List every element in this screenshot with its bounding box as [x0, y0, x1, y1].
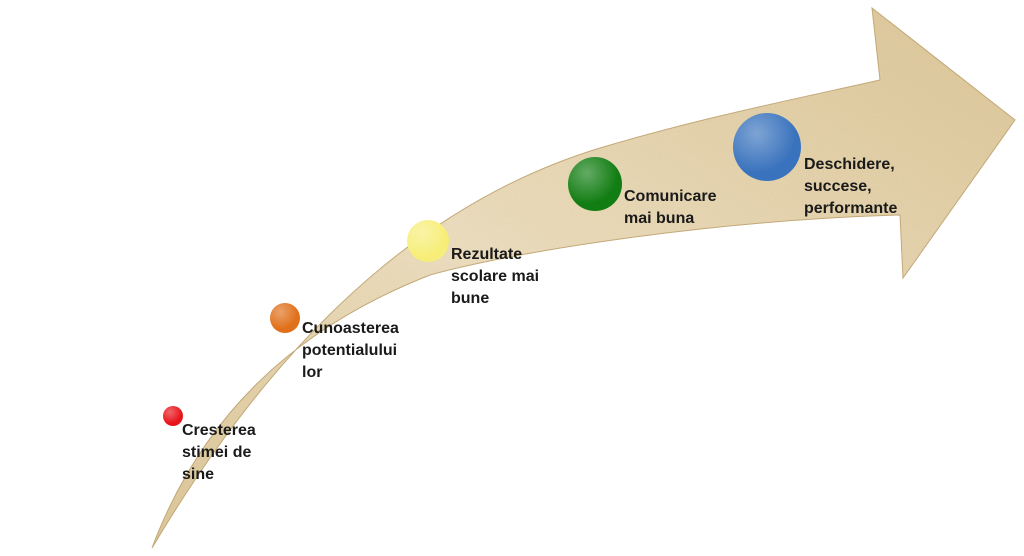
label-line: performante	[804, 200, 898, 217]
label-line: mai buna	[624, 210, 695, 227]
milestone-dot	[568, 157, 622, 211]
label-line: stimei de	[182, 444, 252, 461]
label-line: Comunicare	[624, 188, 717, 205]
milestone-label: Rezultate scolare mai bune	[451, 244, 539, 310]
label-line: Rezultate	[451, 246, 523, 263]
label-line: Cunoasterea	[302, 320, 399, 337]
label-line: succese,	[804, 178, 872, 195]
label-line: lor	[302, 364, 323, 381]
label-line: sine	[182, 466, 215, 483]
label-line: scolare mai	[451, 268, 540, 285]
milestone-dot	[270, 303, 300, 333]
milestone-label: Deschidere, succese, performante	[804, 154, 897, 220]
milestone-dot	[407, 220, 449, 262]
milestone-dot	[733, 113, 801, 181]
label-line: bune	[451, 290, 490, 307]
milestone-label: Cresterea stimei de sine	[182, 420, 256, 486]
milestone-label: Cunoasterea potentialului lor	[302, 318, 399, 384]
milestone-dot	[163, 406, 183, 426]
label-line: Deschidere,	[804, 156, 895, 173]
label-line: potentialului	[302, 342, 398, 359]
label-line: Cresterea	[182, 422, 256, 439]
milestone-label: Comunicare mai buna	[624, 186, 716, 230]
